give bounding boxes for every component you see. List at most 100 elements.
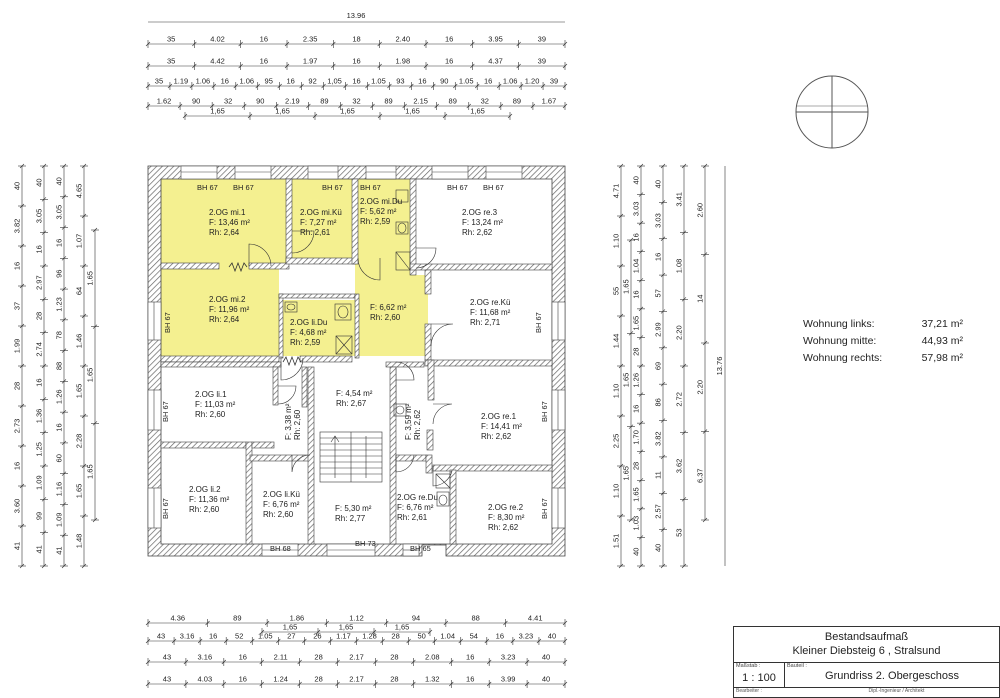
dim-label: 40 xyxy=(654,180,663,188)
dim-label: 1.97 xyxy=(303,57,318,66)
dim-label: 90 xyxy=(256,97,264,106)
dim-label: 1.65 xyxy=(86,271,95,286)
dim-label: 1.16 xyxy=(55,482,64,497)
dim-label: 1,65 xyxy=(210,107,225,116)
dim-label: 92 xyxy=(308,77,316,86)
dim-label: 40 xyxy=(654,544,663,552)
svg-text:F: 13,24 m²: F: 13,24 m² xyxy=(462,218,503,227)
dim-label: 4.65 xyxy=(75,184,84,199)
svg-text:2.OG mi.1: 2.OG mi.1 xyxy=(209,208,246,217)
dim-label: 1,65 xyxy=(395,623,410,632)
dim-label: 2.11 xyxy=(274,653,288,662)
dim-label: 40 xyxy=(35,178,44,186)
dim-label: 16 xyxy=(209,632,217,641)
building xyxy=(147,165,566,557)
svg-text:Rh: 2,60: Rh: 2,60 xyxy=(263,510,294,519)
dim-label: 1.32 xyxy=(425,675,440,684)
dim-label: 1.65 xyxy=(622,373,631,388)
svg-text:Rh: 2,64: Rh: 2,64 xyxy=(209,228,240,237)
dim-label: 1.08 xyxy=(675,259,684,274)
apartment-area-summary: Wohnung links:37,21 m² Wohnung mitte:44,… xyxy=(803,316,963,367)
dim-label: 16 xyxy=(484,77,492,86)
dim-label: 1.06 xyxy=(196,77,211,86)
dim-label: 40 xyxy=(55,177,64,185)
dim-label: 1.07 xyxy=(75,234,84,249)
dim-label: 3.23 xyxy=(519,632,534,641)
dim-label: 2.72 xyxy=(675,392,684,407)
dim-label: 28 xyxy=(390,653,398,662)
dim-label: 4.37 xyxy=(488,57,503,66)
dim-label: 4.03 xyxy=(198,675,213,684)
dim-label: 89 xyxy=(449,97,457,106)
dim-label: 1.65 xyxy=(632,316,641,331)
dim-label: 32 xyxy=(352,97,360,106)
dim-label: 2.74 xyxy=(35,342,44,357)
dim-label: 1.44 xyxy=(612,334,621,349)
title-text: Bestandsaufmaß xyxy=(824,631,909,643)
dim-label: 37 xyxy=(13,302,22,310)
svg-text:Rh: 2,59: Rh: 2,59 xyxy=(290,338,321,347)
dim-label: 1.65 xyxy=(75,484,84,499)
summary-row-mitte: Wohnung mitte:44,93 m² xyxy=(803,335,963,347)
dim-label: 1.46 xyxy=(75,334,84,349)
svg-text:Rh: 2,60: Rh: 2,60 xyxy=(195,410,226,419)
dim-label: 18 xyxy=(352,35,360,44)
dim-label: 2.57 xyxy=(654,504,663,519)
dim-label: 14 xyxy=(696,295,705,303)
dim-label: 1.10 xyxy=(612,234,621,249)
dim-label: 4.02 xyxy=(210,35,225,44)
dim-label: 1,05 xyxy=(327,77,342,86)
svg-text:2.OG re.1: 2.OG re.1 xyxy=(481,412,517,421)
dim-label: 96 xyxy=(55,270,64,278)
dim-label: 16 xyxy=(13,462,22,470)
dim-label: 1.65 xyxy=(622,466,631,481)
dim-label: 16 xyxy=(55,239,64,247)
dim-label: 43 xyxy=(163,653,171,662)
scale-cell: Maßstab : 1 : 100 xyxy=(734,663,785,687)
dim-label: 2.73 xyxy=(13,419,22,434)
dim-label: 1,65 xyxy=(339,623,354,632)
dim-label: 2.08 xyxy=(425,653,440,662)
dim-label: 28 xyxy=(35,312,44,320)
dim-label: 16 xyxy=(632,290,641,298)
dim-label: 2.40 xyxy=(396,35,411,44)
dim-label: 16 xyxy=(221,77,229,86)
dim-label: 43 xyxy=(157,632,165,641)
dim-label: 16 xyxy=(260,35,268,44)
dim-label: 55 xyxy=(612,287,621,295)
dim-label: 89 xyxy=(233,614,241,623)
dim-label: 35 xyxy=(167,57,175,66)
dim-label: 41 xyxy=(13,542,22,550)
dim-label: 99 xyxy=(35,512,44,520)
dim-label: 3.16 xyxy=(180,632,195,641)
dim-label: 50 xyxy=(417,632,425,641)
dim-label: 1.03 xyxy=(632,516,641,531)
zigzag-separator xyxy=(228,261,302,367)
dim-label: 1.26 xyxy=(55,389,64,404)
dim-label: 40 xyxy=(632,548,641,556)
svg-text:Rh: 2,60: Rh: 2,60 xyxy=(370,313,401,322)
dim-label: 78 xyxy=(55,331,64,339)
svg-text:F: 11,96 m²: F: 11,96 m² xyxy=(209,305,250,314)
dim-label: 3.03 xyxy=(654,213,663,228)
dim-label: 1.09 xyxy=(55,513,64,528)
dim-label: 1.10 xyxy=(612,484,621,499)
svg-text:F: 4,54 m²: F: 4,54 m² xyxy=(336,389,373,398)
svg-text:2.OG re.2: 2.OG re.2 xyxy=(488,503,524,512)
svg-text:2.OG li.2: 2.OG li.2 xyxy=(189,485,221,494)
svg-text:F: 6,76 m²: F: 6,76 m² xyxy=(397,503,434,512)
dim-label: 43 xyxy=(163,675,171,684)
window-label: BH 67 xyxy=(233,183,254,192)
dim-label: 2.25 xyxy=(612,434,621,449)
dim-label: 1.17 xyxy=(336,632,351,641)
dim-label: 3.95 xyxy=(488,35,503,44)
svg-text:F: 11,68 m²: F: 11,68 m² xyxy=(470,308,511,317)
dim-label: 28 xyxy=(13,382,22,390)
window-openings xyxy=(147,165,566,557)
